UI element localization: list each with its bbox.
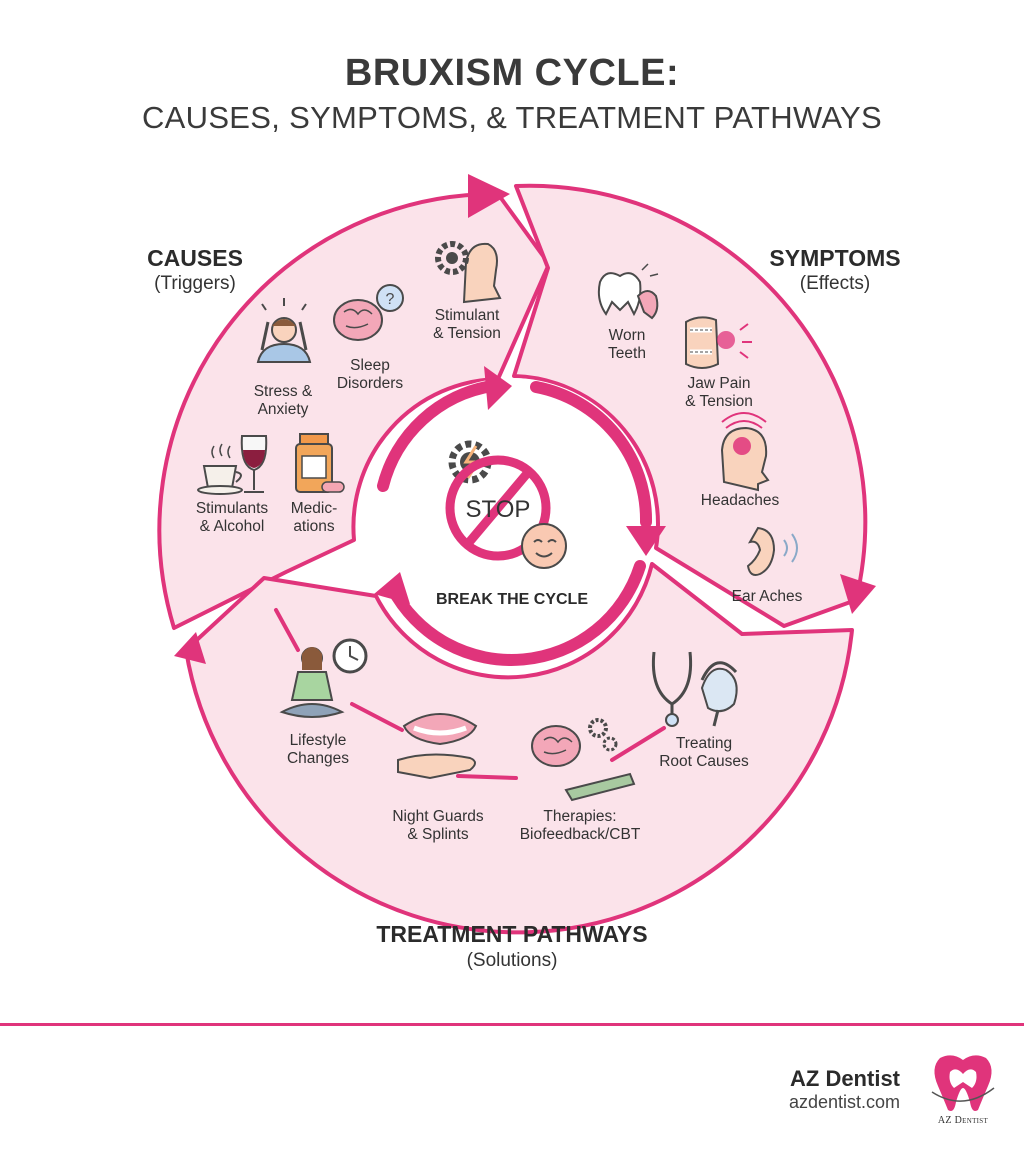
worn-tooth-icon — [597, 263, 659, 320]
logo-text: AZ Dentist — [937, 1115, 989, 1126]
label-ear-aches: Ear Aches — [731, 588, 803, 605]
ear-icon — [746, 526, 798, 576]
center-circle — [370, 378, 654, 662]
label-stress-anxiety: Stress & Anxiety — [253, 383, 313, 418]
treatment-connector — [274, 608, 666, 780]
label-worn-teeth: Worn Teeth — [608, 327, 646, 362]
calm-face-icon — [521, 523, 567, 569]
label-stimulants-alcohol: Stimulants & Alcohol — [195, 500, 269, 535]
symptoms-title: SYMPTOMS — [769, 245, 901, 271]
causes-title: CAUSES — [147, 245, 243, 271]
cpap-mask-icon — [700, 661, 738, 727]
label-sleep-disorders: Sleep Disorders — [336, 357, 404, 392]
page-subtitle: CAUSES, SYMPTOMS, & TREATMENT PATHWAYS — [141, 100, 882, 135]
inner-arrow-1-head — [484, 366, 512, 410]
break-cycle-label: BREAK THE CYCLE — [436, 591, 588, 608]
medicine-bottle-icon — [295, 433, 345, 493]
inner-arrow-1 — [377, 380, 498, 492]
gear-head-icon — [435, 241, 502, 304]
stressed-person-icon — [256, 298, 312, 363]
inner-arrow-3 — [386, 560, 646, 666]
treatment-arrowhead — [174, 632, 206, 664]
brain-question-icon: ? — [333, 284, 404, 341]
footer-divider — [0, 1023, 1024, 1026]
svg-text:?: ? — [386, 291, 395, 308]
label-therapies: Therapies: Biofeedback/CBT — [519, 808, 641, 843]
inner-arrow-2-head — [626, 526, 666, 556]
wine-glass-icon — [240, 435, 268, 493]
label-lifestyle-changes: Lifestyle Changes — [286, 732, 350, 767]
label-night-guards: Night Guards & Splints — [392, 808, 484, 843]
meditation-icon — [279, 647, 345, 718]
stop-icon: STOP — [445, 455, 551, 561]
causes-subtitle: (Triggers) — [154, 273, 236, 294]
label-treating-root-causes: Treating Root Causes — [659, 735, 749, 770]
treatment-title: TREATMENT PATHWAYS — [376, 921, 648, 947]
stop-text: STOP — [466, 496, 531, 523]
jaw-pain-icon — [685, 316, 752, 369]
label-headaches: Headaches — [700, 492, 780, 509]
stethoscope-icon — [651, 651, 693, 727]
label-medications: Medic- ations — [290, 500, 338, 535]
causes-band — [157, 191, 551, 630]
headache-icon — [720, 412, 770, 492]
inner-arrow-2 — [530, 381, 653, 528]
brand-url[interactable]: azdentist.com — [788, 1092, 900, 1112]
inner-arrow-3-head — [374, 572, 410, 604]
causes-arrowhead — [468, 174, 510, 218]
symptoms-subtitle: (Effects) — [799, 273, 871, 294]
treatment-subtitle: (Solutions) — [466, 950, 558, 971]
coffee-cup-icon — [197, 443, 243, 495]
clock-icon — [332, 638, 368, 674]
brand-name: AZ Dentist — [790, 1066, 900, 1091]
tooth-logo-icon — [931, 1055, 995, 1111]
cycle-diagram: STOP BREAK THE CYCLE ? — [157, 174, 876, 935]
symptoms-arrowhead — [840, 574, 876, 614]
label-jaw-pain: Jaw Pain & Tension — [685, 375, 753, 410]
night-guard-icon — [397, 713, 478, 780]
label-stimulant-tension: Stimulant & Tension — [433, 307, 501, 342]
page-title: BRUXISM CYCLE: — [344, 52, 680, 94]
therapy-brain-icon — [531, 718, 636, 802]
